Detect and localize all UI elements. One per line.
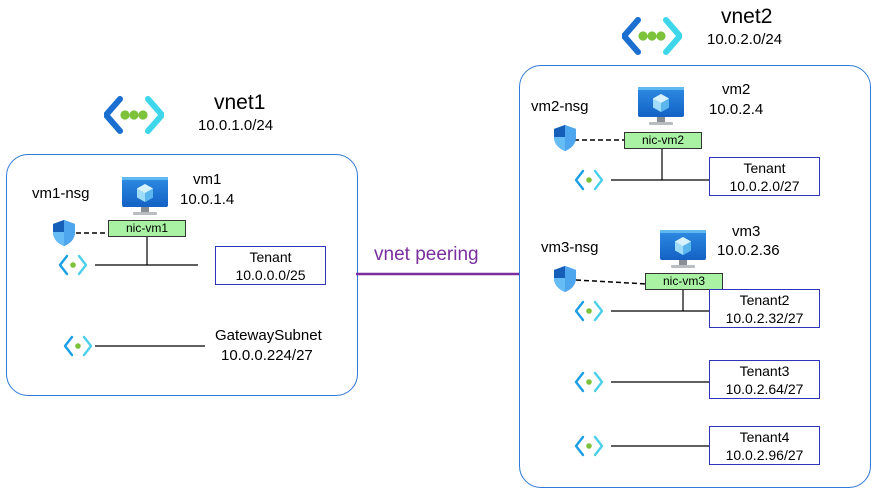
vm2-nsg-shield-icon xyxy=(552,124,578,152)
vnet2-tenant4-subnet-box: Tenant4 10.0.2.96/27 xyxy=(709,426,820,465)
gateway-subnet-name: GatewaySubnet xyxy=(215,327,322,344)
vm2-ip: 10.0.2.4 xyxy=(709,101,764,118)
nic-vm2-badge: nic-vm2 xyxy=(624,132,702,149)
subnet-name: Tenant2 xyxy=(739,291,790,308)
vm1-monitor-icon xyxy=(121,176,169,216)
vm1-ip: 10.0.1.4 xyxy=(180,191,235,208)
vm3-nsg-shield-icon xyxy=(552,265,578,293)
subnet-cidr: 10.0.2.0/27 xyxy=(729,177,800,194)
vm2-nsg-label: vm2-nsg xyxy=(531,98,589,115)
subnet-cidr: 10.0.0.0/25 xyxy=(235,266,306,283)
subnet-name: Tenant4 xyxy=(739,428,790,445)
subnet-name: Tenant xyxy=(743,159,786,176)
vnet2-tenant2-subnet-box: Tenant2 10.0.2.32/27 xyxy=(709,289,820,328)
vnet1-cidr: 10.0.1.0/24 xyxy=(198,117,274,134)
vm1-name: vm1 xyxy=(193,171,222,188)
nic-vm1-badge: nic-vm1 xyxy=(108,220,186,237)
subnet-cidr: 10.0.2.96/27 xyxy=(725,446,804,463)
vm2-name: vm2 xyxy=(722,81,751,98)
vm3-name: vm3 xyxy=(732,223,761,240)
vnet2-cidr: 10.0.2.0/24 xyxy=(707,31,783,48)
vnet2-tenant3-subnet-icon xyxy=(574,371,604,393)
vnet1-title: vnet1 xyxy=(214,91,266,114)
vnet1-virtual-network-icon xyxy=(104,95,164,135)
vnet2-tenant2-subnet-icon xyxy=(574,300,604,322)
vm1-nsg-shield-icon xyxy=(51,219,77,247)
nic-vm3-badge: nic-vm3 xyxy=(645,273,723,290)
subnet-name: Tenant xyxy=(249,248,292,265)
vnet2-virtual-network-icon xyxy=(622,16,682,56)
vm3-nsg-link xyxy=(575,279,648,285)
vnet1-tenant-subnet-box: Tenant 10.0.0.0/25 xyxy=(215,246,326,285)
subnet-cidr: 10.0.2.64/27 xyxy=(725,380,804,397)
vnet-peering-label: vnet peering xyxy=(374,244,479,265)
vm2-monitor-icon xyxy=(637,86,685,126)
vnet2-tenant4-subnet-icon xyxy=(574,435,604,457)
vm3-ip: 10.0.2.36 xyxy=(717,242,780,259)
vm3-nsg-label: vm3-nsg xyxy=(541,239,599,256)
subnet-cidr: 10.0.2.32/27 xyxy=(725,309,804,326)
vnet2-tenant3-subnet-box: Tenant3 10.0.2.64/27 xyxy=(709,360,820,399)
vnet2-tenant-subnet-icon xyxy=(574,169,604,191)
gateway-subnet-cidr: 10.0.0.224/27 xyxy=(221,347,313,364)
vnet1-tenant-subnet-icon xyxy=(58,254,88,276)
vnet1-gateway-subnet-icon xyxy=(63,335,93,357)
vnet2-tenant-subnet-box: Tenant 10.0.2.0/27 xyxy=(709,157,820,196)
vm1-nsg-label: vm1-nsg xyxy=(32,185,90,202)
vm3-monitor-icon xyxy=(659,229,707,269)
vnet2-title: vnet2 xyxy=(721,5,773,28)
subnet-name: Tenant3 xyxy=(739,362,790,379)
